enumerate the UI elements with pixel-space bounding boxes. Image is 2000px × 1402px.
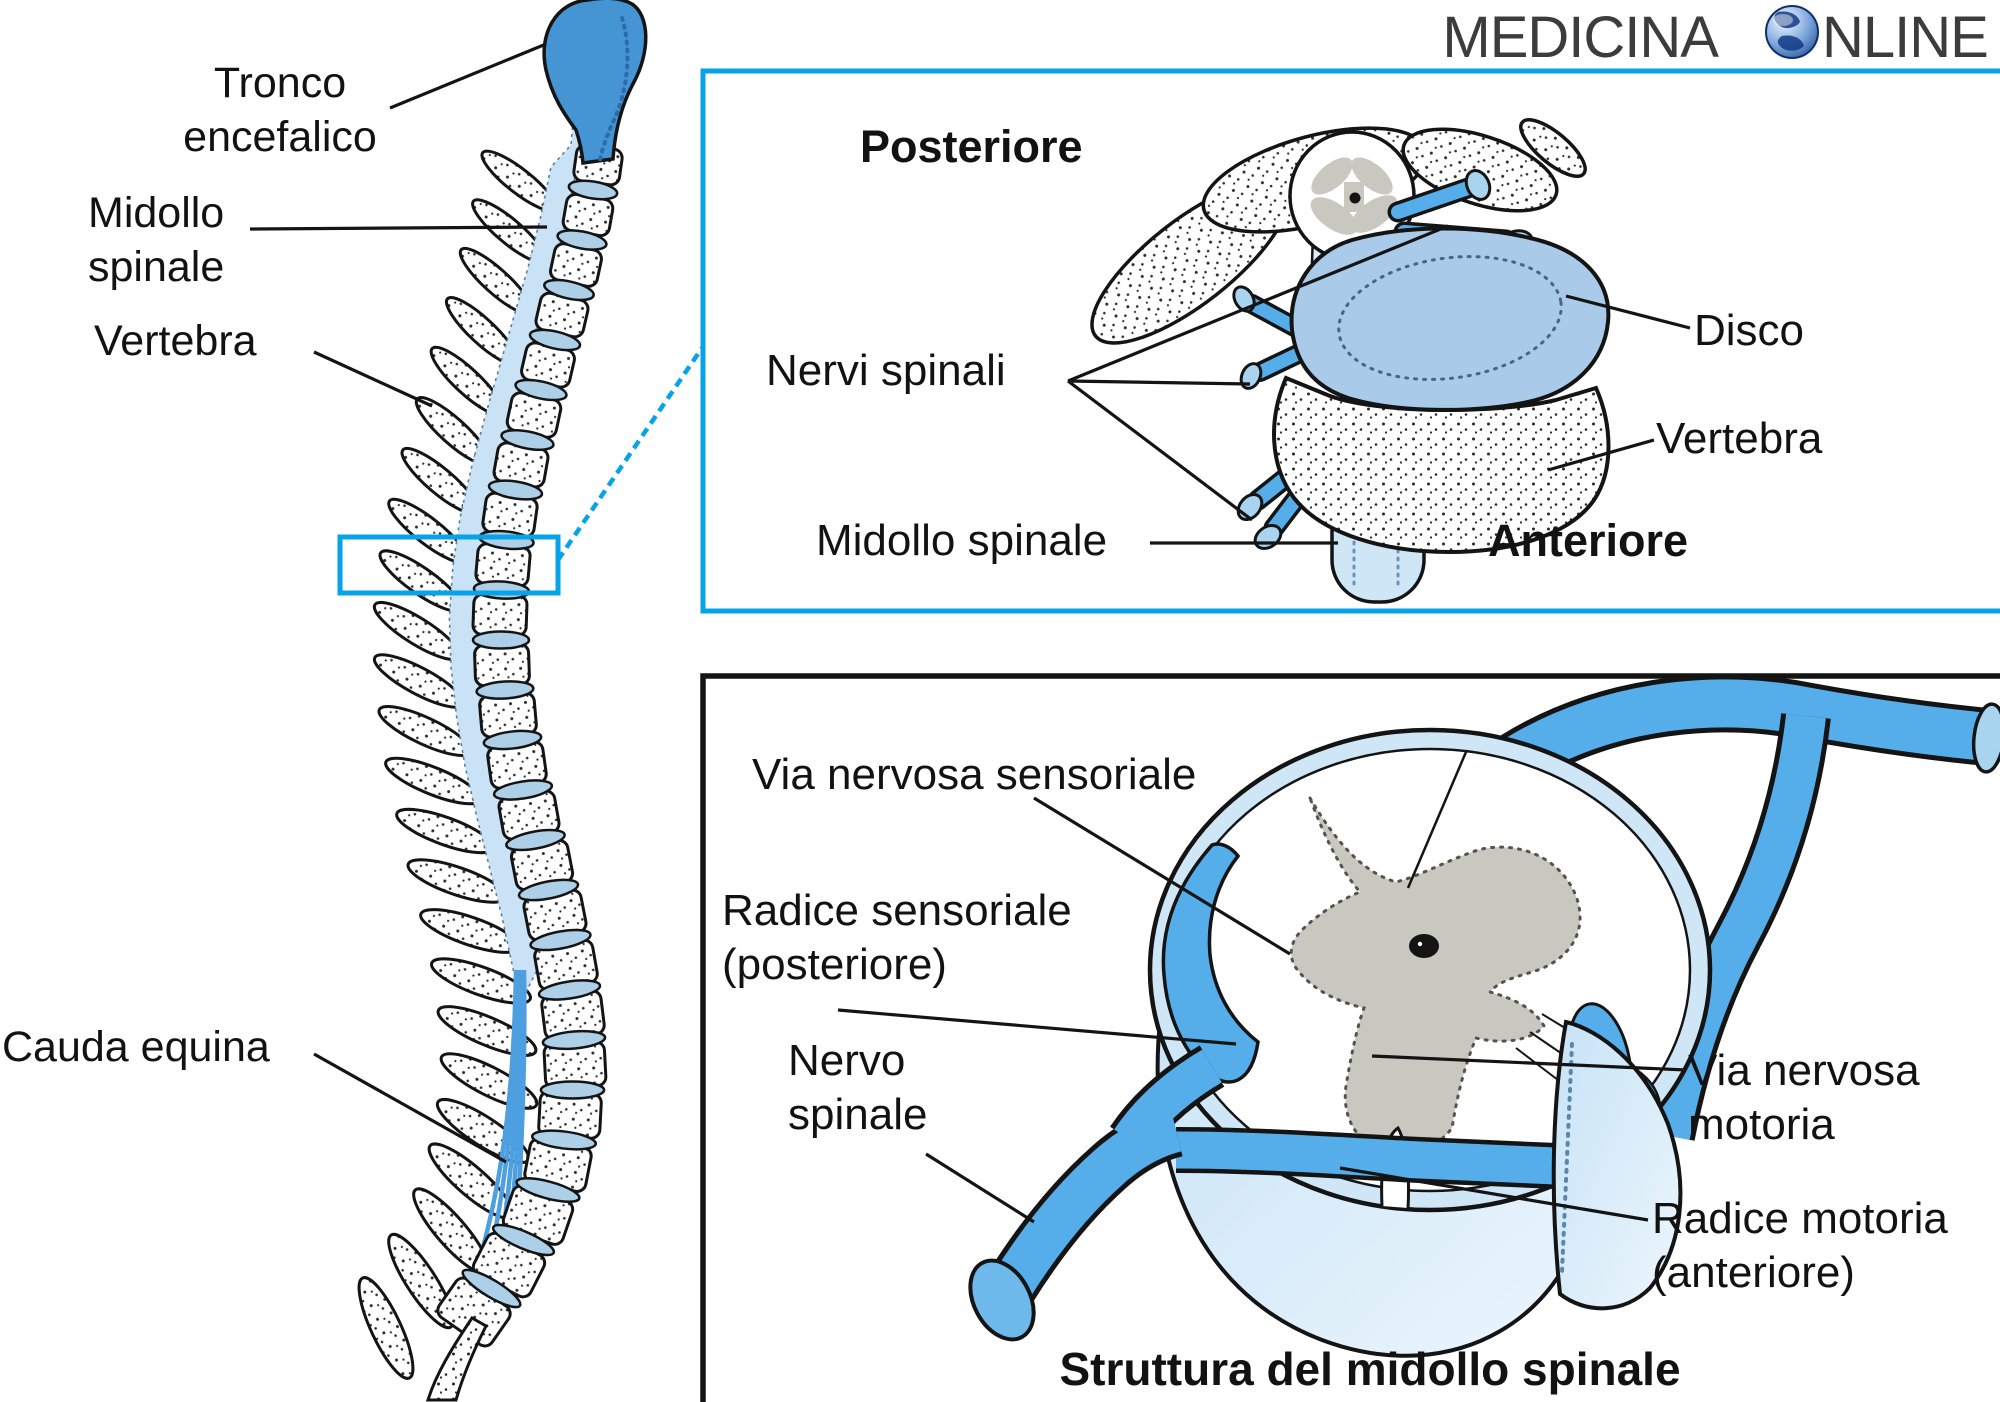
fan-line-2 [1067, 379, 1251, 386]
motor-root-band [1175, 1127, 1558, 1189]
label-via-motoria-line2: motoria [1688, 1100, 1835, 1149]
spinal-nerve-front [968, 1045, 1225, 1342]
disc-shape [529, 928, 592, 952]
bottom-panel-pointers [837, 796, 1687, 1224]
zoom-highlight-box [337, 534, 561, 596]
label-nervi-spinali: Nervi spinali [766, 346, 1006, 395]
vertebra-body [471, 592, 529, 638]
pointer-cauda [313, 1052, 507, 1164]
label-radice-sensoriale: Radice sensoriale (posteriore) [722, 884, 1072, 992]
disc-shape [461, 1268, 522, 1309]
pointer-radice-sensoriale [837, 1008, 1237, 1046]
brainstem [542, 0, 648, 165]
label-radice-motoria-line2: (anteriore) [1652, 1248, 1855, 1297]
disc-shape [492, 779, 554, 801]
top-panel-border [700, 68, 2000, 614]
fan-line-3 [1067, 379, 1253, 522]
spinous-process [357, 1276, 415, 1380]
bottom-panel-border [700, 673, 2000, 1402]
disc-shape [528, 328, 582, 352]
pointer-tronco [389, 42, 547, 110]
left-pointer-lines [249, 42, 548, 1164]
spine-figure [357, 119, 624, 1380]
disc-inner-ring [1337, 255, 1563, 381]
label-posteriore: Posteriore [860, 121, 1083, 172]
label-disco: Disco [1694, 306, 1805, 355]
label-via-motoria-line1: Via nervosa [1688, 1046, 1920, 1095]
disc-shape [514, 378, 568, 402]
pointer-via-motoria [1371, 1054, 1687, 1072]
label-via-nervosa-motoria: Via nervosa motoria [1688, 1044, 1920, 1152]
disc-shape [530, 1129, 598, 1151]
disc-shape [537, 979, 602, 1001]
disc-shape [543, 278, 595, 302]
pointer-radice-motoria [1339, 1166, 1649, 1222]
disc-shape [482, 729, 543, 751]
disc-shape [471, 630, 531, 650]
disc-shape [505, 828, 566, 852]
label-radice-motoria: Radice motoria (anteriore) [1652, 1192, 1948, 1300]
canal-fleck [1417, 941, 1423, 947]
disc-shape [541, 1029, 607, 1051]
label-nervo-line2: spinale [788, 1090, 928, 1139]
disc-shape [556, 229, 608, 251]
zoom-callout-line [556, 346, 704, 562]
label-midollo-line1: Midollo [88, 189, 225, 237]
posterior-septum-line [1406, 751, 1468, 889]
fan-line-1 [1067, 224, 1449, 383]
gray-matter-large [1289, 797, 1582, 1155]
label-radice-motoria-line1: Radice motoria [1652, 1194, 1948, 1243]
label-midollo-spinale-left: Midollo spinale [88, 186, 224, 294]
label-radice-sensoriale-line2: (posteriore) [722, 940, 947, 989]
label-midollo-line2: spinale [88, 243, 225, 291]
sacrum [425, 1316, 488, 1402]
top-panel-pointers [1067, 224, 1691, 545]
label-nervo-line1: Nervo [788, 1036, 906, 1085]
disc-large [1289, 226, 1611, 412]
label-nervo-spinale: Nervo spinale [788, 1034, 927, 1142]
disc-shape [539, 1080, 606, 1100]
pointer-via-sensoriale [1033, 796, 1291, 956]
pointer-vertebra [313, 350, 433, 408]
vertebra-body [473, 642, 531, 688]
label-tronco-encefalico: Tronco encefalico [160, 56, 400, 164]
pointer-midollo [249, 225, 548, 231]
pointer-disco [1565, 294, 1691, 330]
pointer-vertebra-panel [1547, 438, 1655, 472]
gray-matter-small [1310, 157, 1398, 235]
brainstem-texture [598, 16, 630, 162]
label-via-nervosa-sensoriale: Via nervosa sensoriale [752, 750, 1197, 799]
lobe-crease [1560, 1042, 1574, 1274]
bottom-panel-title: Struttura del midollo spinale [1059, 1343, 1681, 1395]
spinous-process [430, 957, 532, 1005]
vertebra-illustration [1090, 118, 1611, 604]
cord-structure-illustration [968, 674, 2000, 1358]
label-radice-sensoriale-line1: Radice sensoriale [722, 886, 1072, 935]
disc-shape [515, 1177, 581, 1203]
spinous-process [387, 1232, 455, 1330]
globe-icon [1765, 5, 1819, 59]
disc-shape [500, 429, 555, 451]
disc-shape [491, 1223, 556, 1257]
label-tronco-line1: Tronco [213, 59, 347, 107]
cylinder-right-lobe [1551, 1019, 1683, 1311]
central-canal-small [1349, 192, 1361, 204]
label-vertebra-left: Vertebra [94, 317, 257, 365]
label-anteriore: Anteriore [1488, 515, 1689, 566]
label-vertebra-panel: Vertebra [1656, 414, 1823, 463]
label-cauda-equina: Cauda equina [2, 1023, 270, 1071]
pointer-nervo-spinale [925, 1152, 1035, 1224]
central-canal-large [1409, 934, 1439, 958]
disc-shape [487, 479, 544, 501]
sensory-root-crescent [1161, 842, 1260, 1084]
label-midollo-spinale-panel: Midollo spinale [816, 516, 1108, 565]
disc-shape [567, 179, 619, 201]
logo-online: NLINE [1822, 5, 1988, 70]
disc-shape [517, 878, 580, 902]
logo-medicina: MEDICINA [1442, 5, 1719, 70]
label-tronco-line2: encefalico [183, 113, 377, 161]
logo: MEDICINA NLINE [1442, 5, 1989, 70]
disc-shape [475, 680, 535, 700]
